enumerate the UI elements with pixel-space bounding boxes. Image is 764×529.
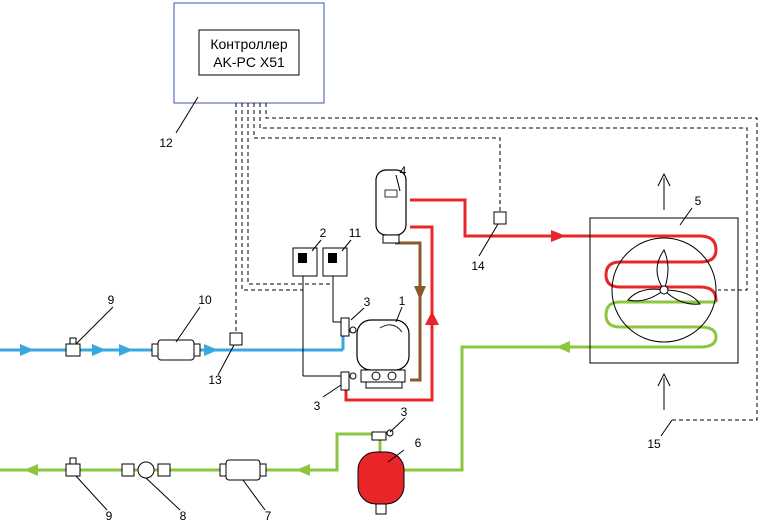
suction-sensor <box>229 332 243 346</box>
label-filter-drier: 7 <box>265 509 272 523</box>
label-valve-discharge: 3 <box>314 399 321 413</box>
condenser-housing <box>589 217 739 364</box>
wire-to-condenser-fan <box>259 103 748 291</box>
oil-separator <box>375 169 407 244</box>
label-suction-sensor: 13 <box>208 373 222 387</box>
service-valve-suction <box>340 317 357 337</box>
sight-glass <box>121 461 171 479</box>
wire-to-pressure-switch-high <box>247 103 334 285</box>
discharge-flow-arrow <box>425 311 439 325</box>
service-valve-discharge <box>340 371 357 391</box>
shutoff-valve-liquid <box>65 457 81 477</box>
oil-return-line <box>395 241 426 382</box>
label-suction-filter: 10 <box>198 293 212 307</box>
pressure-switch-high <box>322 247 348 323</box>
oil-flow-arrow <box>414 286 426 300</box>
liquid-flow-arrow <box>24 464 38 476</box>
label-oil-separator: 4 <box>400 164 407 178</box>
label-discharge-sensor: 14 <box>471 259 485 273</box>
suction-filter <box>151 339 201 361</box>
label-ambient-sensor: 15 <box>647 437 661 451</box>
compressor-base <box>360 369 406 383</box>
label-pressure-switch-low: 2 <box>320 226 327 240</box>
label-shutoff-valve-suction: 9 <box>108 293 115 307</box>
shutoff-valve-suction <box>65 337 81 357</box>
suction-flow-arrow <box>119 344 133 356</box>
controller-title-line1: Контроллер <box>210 36 287 52</box>
pressure-switch-low <box>292 247 343 377</box>
liquid-flow-arrow <box>556 341 570 353</box>
wire-to-discharge-sensor <box>253 103 501 212</box>
label-shutoff-valve-liquid: 9 <box>106 509 113 523</box>
liquid-flow-arrow <box>296 464 310 476</box>
compressor-body <box>356 319 410 371</box>
label-controller: 12 <box>159 136 173 150</box>
service-valve-receiver <box>371 429 394 441</box>
filter-drier <box>219 459 267 481</box>
label-condenser: 5 <box>695 194 702 208</box>
airflow-up-icon <box>657 172 671 410</box>
controller-title-line2: AK-PC X51 <box>213 54 285 70</box>
condenser <box>589 172 739 410</box>
suction-flow-arrow <box>20 344 34 356</box>
label-compressor: 1 <box>399 294 406 308</box>
liquid-line <box>0 300 718 472</box>
suction-flow-arrow <box>92 344 106 356</box>
oil-separator-body <box>375 169 407 236</box>
controller-unit: Контроллер AK-PC X51 <box>173 2 325 104</box>
discharge-flow-arrow <box>551 230 566 242</box>
label-receiver: 6 <box>415 436 422 450</box>
leader-lines <box>75 96 693 511</box>
liquid-receiver <box>357 451 405 515</box>
suction-flow-arrow <box>204 344 218 356</box>
wire-to-ambient-sensor <box>265 103 758 421</box>
fan-icon <box>627 248 701 305</box>
discharge-sensor <box>493 211 507 225</box>
label-valve-suction: 3 <box>364 295 371 309</box>
condenser-fan-circle <box>611 237 717 343</box>
label-pressure-switch-high: 11 <box>349 226 362 240</box>
label-valve-receiver: 3 <box>401 405 408 419</box>
discharge-line <box>344 198 718 402</box>
callout-labels: 1 2 3 3 3 4 5 6 7 8 9 9 10 11 12 13 14 1… <box>106 136 702 523</box>
compressor <box>356 319 410 389</box>
label-sight-glass: 8 <box>180 509 187 523</box>
controller-display-box <box>198 29 300 76</box>
